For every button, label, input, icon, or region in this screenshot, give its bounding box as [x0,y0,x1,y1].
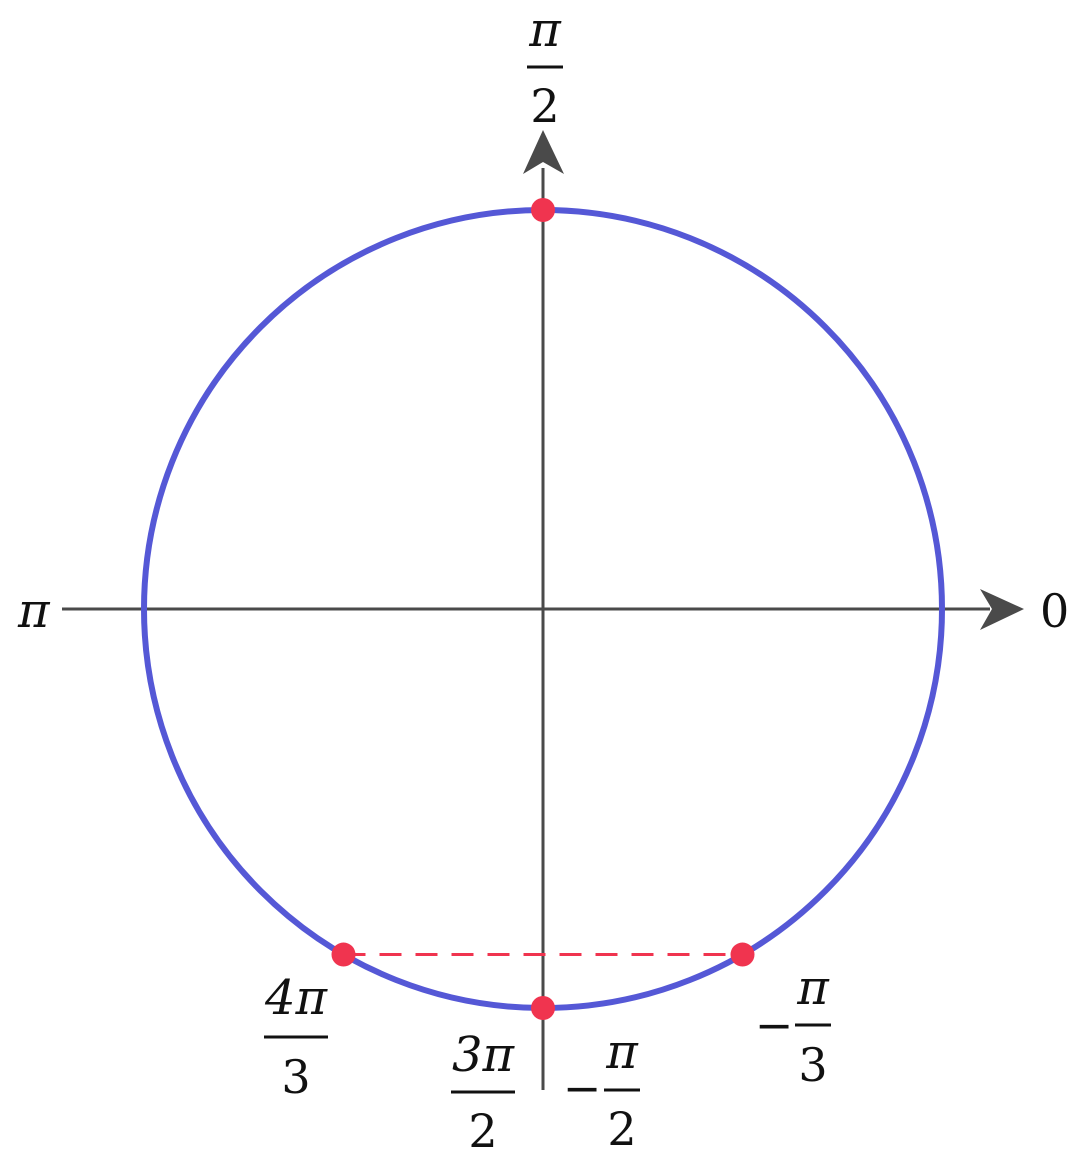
label-neg-pi-over-2-sign: − [563,1061,602,1115]
label-pi-over-2-denominator: 2 [530,79,559,133]
points-layer [331,198,755,1020]
label-4pi-over-3: 4π 3 [264,970,329,1104]
point-pi-over-2 [531,198,555,222]
label-3pi-over-2-numerator: 3π [452,1027,516,1083]
label-pi-over-2-numerator: π [528,2,562,58]
point-3pi-over-2 [531,996,555,1020]
label-neg-pi-over-2-numerator: π [605,1024,639,1080]
label-neg-pi-over-3-denominator: 3 [798,1038,827,1092]
label-zero: 0 [1040,584,1069,638]
point-4pi-over-3 [331,942,356,967]
label-pi: π [17,583,51,639]
label-neg-pi-over-3-numerator: π [796,960,830,1016]
label-neg-pi-over-3: − π 3 [755,960,831,1092]
label-3pi-over-2: 3π 2 [451,1027,515,1158]
y-axis-arrowhead [523,130,564,174]
label-neg-pi-over-2: − π 2 [563,1024,640,1156]
label-pi-over-2: π 2 [527,2,563,133]
point-neg-pi-over-3 [730,942,755,967]
label-3pi-over-2-denominator: 2 [468,1104,497,1158]
label-neg-pi-over-3-sign: − [755,998,794,1052]
x-axis-arrowhead [980,589,1024,630]
label-4pi-over-3-numerator: 4π [264,970,329,1026]
label-4pi-over-3-denominator: 3 [281,1050,310,1104]
label-neg-pi-over-2-denominator: 2 [607,1102,636,1156]
